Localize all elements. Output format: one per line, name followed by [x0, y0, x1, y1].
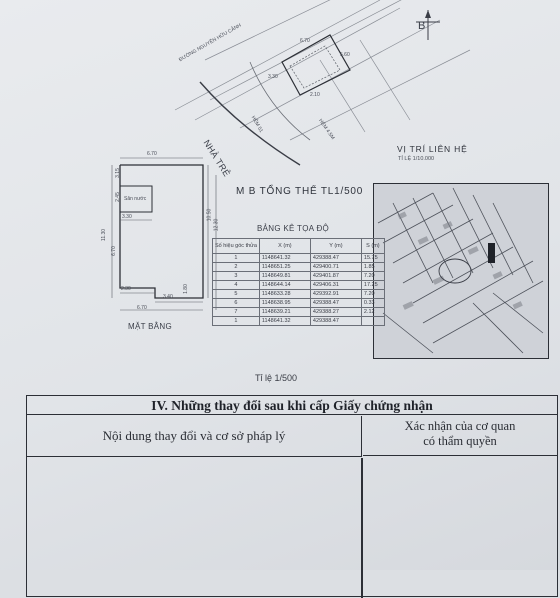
site-plan-title: M B TỔNG THỂ TL1/500	[236, 186, 364, 197]
dim-right2: 12.30	[213, 218, 220, 232]
dim-left-lower: 6.70	[110, 246, 117, 256]
table-row: 1 1148641.32 429388.47	[212, 316, 385, 326]
table-cell: 4	[212, 280, 260, 290]
table-cell: 429388.47	[309, 316, 362, 326]
table-row: 2 1148651.25 429400.71 1.85	[212, 262, 385, 272]
table-row: 3 1148649.81 429401.87 7.20	[212, 271, 385, 281]
parcel-measure-3: 5.60	[340, 52, 350, 58]
authority-line-2: có thẩm quyền	[423, 434, 497, 448]
parcel-measure-1: 6.70	[300, 38, 310, 44]
table-cell: 1148639.21	[258, 307, 311, 317]
table-cell: 429388.27	[309, 307, 362, 317]
location-map	[373, 183, 549, 359]
coord-header-point: Số hiệu góc thửa	[212, 238, 260, 254]
table-cell: 15.75	[360, 253, 385, 263]
location-title: VỊ TRÍ LIÊN HỆ	[397, 144, 468, 154]
table-cell: 1148651.25	[258, 262, 311, 272]
section-title: IV. Những thay đổi sau khi cấp Giấy chứn…	[27, 396, 557, 415]
table-cell: 429400.71	[309, 262, 362, 272]
table-cell: 3	[212, 271, 260, 281]
table-cell: 1.85	[360, 262, 385, 272]
dim-left-total: 11.30	[101, 228, 108, 242]
table-row: 6 1148638.95 429388.47 0.33	[212, 298, 385, 308]
coord-header-y: Y (m)	[309, 238, 362, 254]
parcel-measure-2: 3.30	[268, 74, 278, 80]
table-cell: 429388.47	[309, 298, 362, 308]
coord-table: Số hiệu góc thửa X (m) Y (m) S (m) 1 114…	[212, 238, 385, 326]
parcel-measure-4: 2.10	[310, 92, 320, 98]
table-cell: 2.12	[360, 307, 385, 317]
table-cell: 1148644.14	[258, 280, 311, 290]
table-cell: 1148649.81	[258, 271, 311, 281]
table-cell	[360, 316, 385, 326]
dim-right1: 10.50	[206, 208, 213, 222]
dim-top: 6.70	[147, 151, 157, 157]
table-cell: 7.20	[360, 271, 385, 281]
authority-line-1: Xác nhận của cơ quan	[404, 419, 516, 433]
table-cell: 0.33	[360, 298, 385, 308]
table-cell: 5	[212, 289, 260, 299]
dim-bottom: 6.70	[137, 305, 147, 311]
table-cell: 429388.47	[309, 253, 362, 263]
table-row: 7 1148639.21 429388.27 2.12	[212, 307, 385, 317]
table-row: 5 1148633.28 429392.91 7.20	[212, 289, 385, 299]
dim-c: 3.30	[122, 214, 132, 220]
table-cell: 1148641.32	[258, 316, 311, 326]
compass-north-label: B	[418, 20, 426, 32]
dim-b: 2.45	[114, 192, 121, 202]
dim-e: 3.40	[163, 294, 173, 300]
dim-f: 1.80	[182, 284, 189, 294]
table-cell: 1	[212, 253, 260, 263]
table-row: 1 1148641.32 429388.47 15.75	[212, 253, 385, 263]
floor-plan-label: MẶT BẰNG	[128, 322, 173, 331]
column-header-changes: Nội dung thay đổi và cơ sở pháp lý	[27, 416, 362, 457]
table-cell: 1148641.32	[258, 253, 311, 263]
floor-plan-drawing	[111, 157, 217, 311]
coord-table-title: BẢNG KÊ TỌA ĐỘ	[257, 224, 330, 233]
table-cell: 429401.87	[309, 271, 362, 281]
scale-label: Tỉ lệ 1/500	[255, 373, 298, 383]
table-cell: 429406.31	[309, 280, 362, 290]
column-header-authority: Xác nhận của cơ quan có thẩm quyền	[363, 416, 557, 456]
site-plan-drawing	[174, 0, 471, 166]
coord-header-s: S (m)	[360, 238, 385, 254]
dim-d: 2.30	[121, 286, 131, 292]
floor-plan-room-label: Sân nước	[124, 196, 147, 202]
coord-table-header: Số hiệu góc thửa X (m) Y (m) S (m)	[212, 238, 385, 254]
table-cell: 7	[212, 307, 260, 317]
table-cell: 429392.91	[309, 289, 362, 299]
table-row: 4 1148644.14 429406.31 17.25	[212, 280, 385, 290]
table-cell: 2	[212, 262, 260, 272]
table-cell: 6	[212, 298, 260, 308]
table-cell: 1	[212, 316, 260, 326]
table-cell: 17.25	[360, 280, 385, 290]
table-cell: 1148638.95	[258, 298, 311, 308]
table-cell: 1148633.28	[258, 289, 311, 299]
dim-a: 3.15	[114, 168, 121, 178]
table-cell: 7.20	[360, 289, 385, 299]
changes-section: IV. Những thay đổi sau khi cấp Giấy chứn…	[26, 395, 558, 598]
column-divider	[361, 458, 363, 598]
location-scale: TỈ LỆ 1/10.000	[398, 156, 435, 162]
coord-header-x: X (m)	[258, 238, 311, 254]
